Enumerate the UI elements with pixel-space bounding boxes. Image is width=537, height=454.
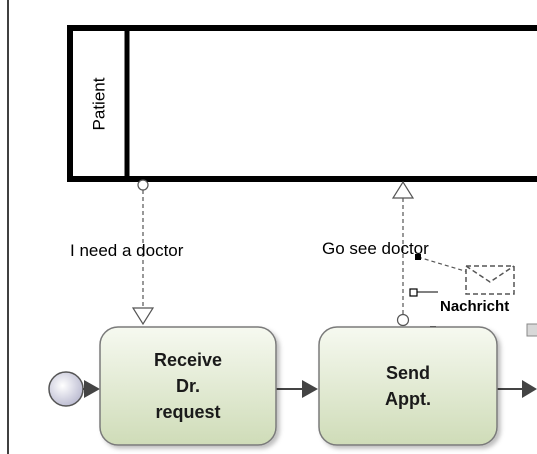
sequence-flow-send-out[interactable] [497,380,537,398]
message-label-i-need-a-doctor: I need a doctor [70,241,184,260]
sequence-flow-receive-to-send[interactable] [276,380,318,398]
selection-handle[interactable] [415,254,421,260]
message-flow-go-see-doctor[interactable] [391,180,415,327]
selection-handle[interactable] [409,288,418,297]
task-label-line: Receive [153,350,223,370]
envelope-icon[interactable] [465,265,515,295]
message-flow-start-circle [137,179,149,191]
pool-patient[interactable] [67,25,537,182]
message-flow-i-need-a-doctor[interactable] [131,179,155,326]
sequence-flow-start-to-receive[interactable] [83,380,100,398]
association-line [417,256,469,273]
message-flow-arrowhead [131,307,155,326]
message-artifact-label: Nachricht [440,298,510,315]
message-flow-start-circle [396,313,410,327]
task-label-line: Appt. [385,389,431,409]
task-label-send: Send Appt. [319,327,497,445]
task-label-line: request [155,402,221,422]
task-label-line: Dr. [175,376,200,396]
message-label-go-see-doctor: Go see doctor [322,239,429,258]
pool-label-text: Patient [89,77,108,130]
start-event[interactable] [48,371,84,407]
task-label-receive: Receive Dr. request [100,327,276,445]
task-label-line: Send [385,363,430,383]
pool-label: Patient [72,30,126,177]
task-receive-dr-request[interactable] [99,326,277,446]
task-send-appt[interactable] [318,326,498,446]
message-flow-arrowhead [391,180,415,199]
expand-marker-icon[interactable] [526,323,537,337]
